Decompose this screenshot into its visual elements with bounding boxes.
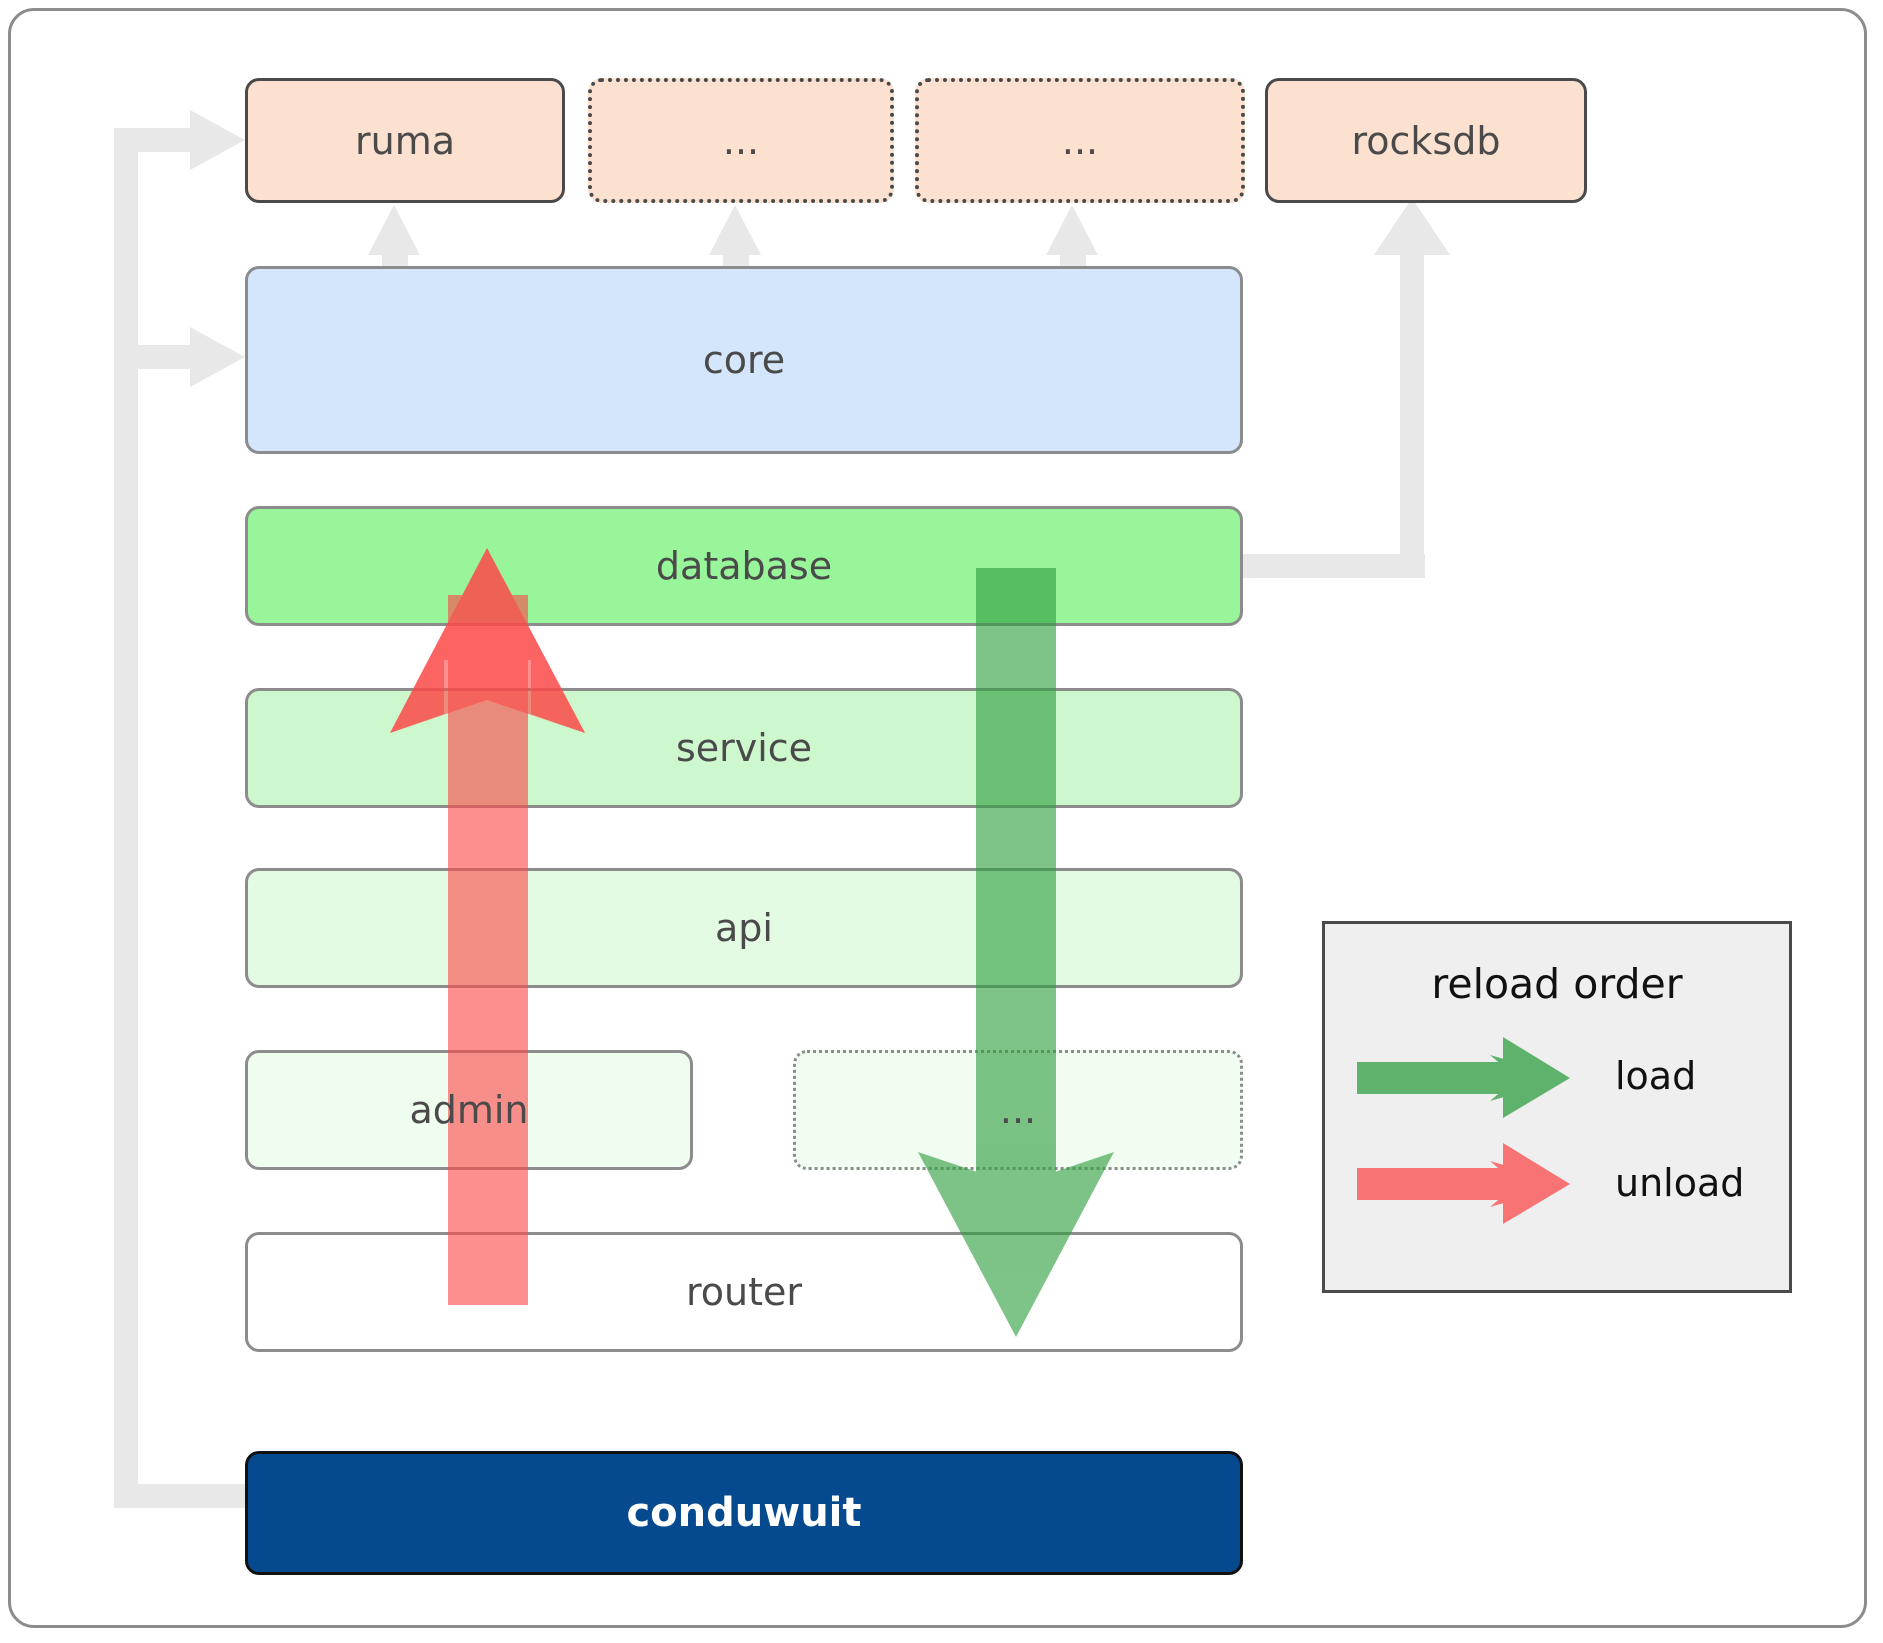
node-core[interactable]: core: [245, 266, 1243, 454]
legend-label-unload: unload: [1615, 1161, 1745, 1205]
node-service-label: service: [675, 726, 813, 770]
node-admin[interactable]: admin: [245, 1050, 693, 1170]
legend-panel: reload order load unload: [1322, 921, 1792, 1293]
legend-title: reload order: [1431, 960, 1683, 1008]
node-dep-placeholder-2-label: ...: [1061, 118, 1099, 163]
node-dep-placeholder-1[interactable]: ...: [588, 78, 894, 203]
node-admin-label: admin: [409, 1088, 529, 1132]
legend-arrow-layer: [1357, 1037, 1570, 1224]
node-router-label: router: [685, 1270, 803, 1314]
node-ruma-label: ruma: [354, 118, 455, 163]
node-conduwuit[interactable]: conduwuit: [245, 1451, 1243, 1575]
node-api[interactable]: api: [245, 868, 1243, 988]
node-rocksdb-label: rocksdb: [1351, 118, 1501, 163]
node-rocksdb[interactable]: rocksdb: [1265, 78, 1587, 203]
node-ruma[interactable]: ruma: [245, 78, 565, 203]
legend-label-load: load: [1615, 1054, 1697, 1098]
node-core-label: core: [702, 338, 786, 382]
node-dep-placeholder-2[interactable]: ...: [915, 78, 1245, 203]
legend-unload-arrow: [1357, 1143, 1570, 1224]
node-database-label: database: [655, 544, 833, 588]
node-conduwuit-label: conduwuit: [626, 1490, 862, 1536]
node-api-label: api: [715, 906, 773, 950]
node-layer-placeholder-label: ...: [999, 1088, 1037, 1132]
node-service[interactable]: service: [245, 688, 1243, 808]
node-layer-placeholder[interactable]: ...: [793, 1050, 1243, 1170]
node-dep-placeholder-1-label: ...: [722, 118, 760, 163]
node-router[interactable]: router: [245, 1232, 1243, 1352]
node-database[interactable]: database: [245, 506, 1243, 626]
legend-load-arrow: [1357, 1037, 1570, 1118]
